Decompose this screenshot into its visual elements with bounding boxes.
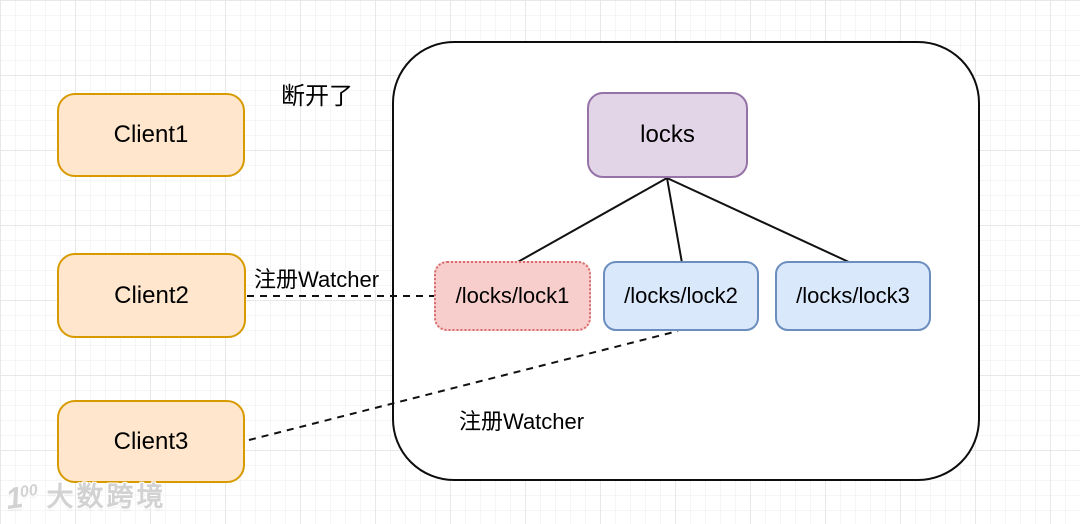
edge-locks-lock1 xyxy=(515,177,668,264)
watermark-text: 大数跨境 xyxy=(46,482,167,512)
watermark-logo-icon: 100 xyxy=(3,481,39,517)
lock1-node: /locks/lock1 xyxy=(434,261,591,331)
edge-locks-lock3 xyxy=(666,177,852,264)
lock1-label: /locks/lock1 xyxy=(455,283,570,308)
client1-node: Client1 xyxy=(57,93,245,177)
lock3-label: /locks/lock3 xyxy=(796,283,910,308)
watermark: 100 大数跨境 xyxy=(3,481,167,517)
register-watcher-label-client3: 注册Watcher xyxy=(459,409,585,434)
client3-label: Client3 xyxy=(113,427,189,455)
lock3-node: /locks/lock3 xyxy=(775,261,931,331)
client1-label: Client1 xyxy=(113,121,189,148)
edge-client3-lock2-dashed xyxy=(248,330,679,441)
client2-node: Client2 xyxy=(57,253,246,338)
lock2-label: /locks/lock2 xyxy=(624,283,738,308)
register-watcher-label-client2: 注册Watcher xyxy=(254,267,380,292)
lock2-node: /locks/lock2 xyxy=(603,261,759,331)
locks-root-node: locks xyxy=(587,92,748,178)
locks-root-label: locks xyxy=(640,121,695,148)
client2-label: Client2 xyxy=(114,281,189,309)
disconnected-label: 断开了 xyxy=(281,83,353,110)
edge-locks-lock2 xyxy=(666,177,683,264)
client3-node: Client3 xyxy=(57,400,245,483)
